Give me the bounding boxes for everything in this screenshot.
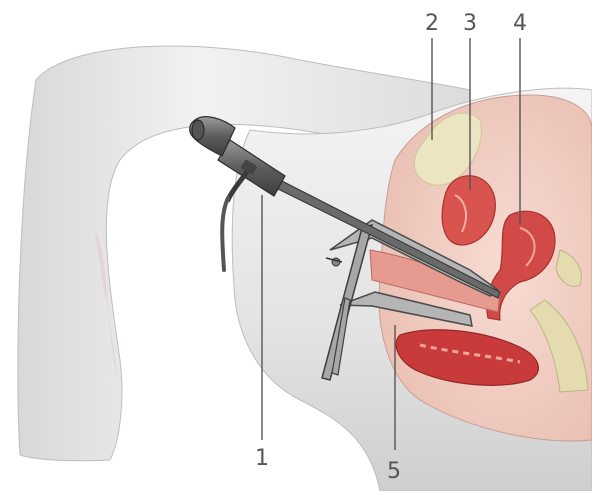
light-cable: [222, 198, 228, 270]
callout-5: 5: [387, 459, 401, 484]
callout-2: 2: [425, 11, 439, 36]
callout-1: 1: [255, 446, 269, 471]
callout-4: 4: [513, 11, 527, 36]
callout-3: 3: [463, 11, 477, 36]
